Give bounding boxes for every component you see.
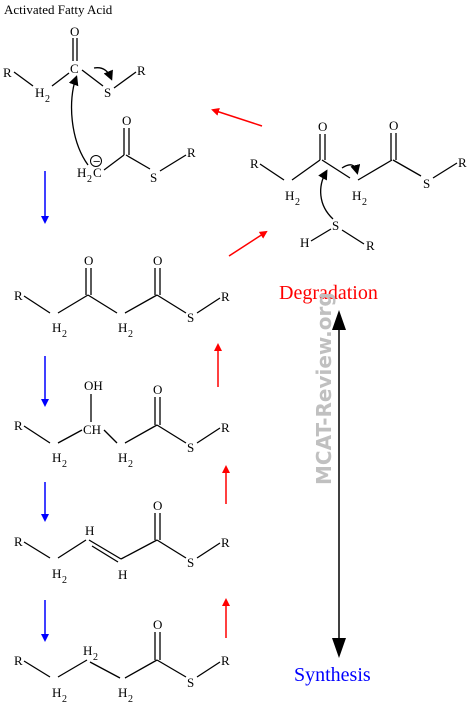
thioester-oxygen: O	[389, 118, 398, 133]
vinyl-h: H	[85, 523, 94, 538]
methylene-subscript: 2	[62, 694, 67, 705]
thioester-oxygen: O	[153, 253, 162, 268]
methylene-subscript: 2	[45, 94, 50, 105]
thioester-sulfur: S	[187, 555, 194, 570]
carbonyl-carbon: C	[70, 61, 79, 76]
r-group: R	[187, 145, 196, 160]
thioester-oxygen: O	[153, 498, 162, 513]
methylene-subscript: 2	[295, 197, 300, 208]
r-group: R	[221, 653, 230, 668]
molecule-ketoacyl-thiolysis: R H 2 O H 2 O S R H S R	[250, 118, 467, 253]
electron-arrow	[341, 163, 361, 175]
r-group: R	[366, 238, 375, 253]
r-group: R	[14, 288, 23, 303]
carbanion-carbon: C	[93, 165, 102, 180]
methylene-h: H	[52, 450, 61, 465]
methylene-subscript: 2	[362, 197, 367, 208]
r-group: R	[137, 63, 146, 78]
methylene-subscript: 2	[128, 329, 133, 340]
methylene-h: H	[52, 320, 61, 335]
methylene-subscript: 2	[62, 329, 67, 340]
thioester-sulfur: S	[187, 440, 194, 455]
r-group: R	[221, 289, 230, 304]
methylene-h: H	[35, 85, 44, 100]
carbinol-ch: CH	[83, 422, 101, 437]
molecule-beta-hydroxyacyl: R H 2 CH OH H 2 O S R	[14, 378, 230, 470]
r-group: R	[250, 156, 259, 171]
arrowhead-up	[332, 310, 346, 330]
arrowhead-down	[332, 638, 346, 658]
hydroxyl-group: OH	[84, 378, 103, 393]
vinyl-h: H	[118, 567, 127, 582]
methylene-h: H	[83, 643, 92, 658]
methylene-subscript: 2	[128, 459, 133, 470]
negative-charge: −	[93, 157, 101, 168]
methylene-h: H	[52, 685, 61, 700]
degradation-arrow	[211, 108, 263, 127]
molecule-activated-fatty-acid: R H 2 C O S R	[3, 24, 146, 105]
keto-oxygen: O	[318, 119, 327, 134]
methylene-h: H	[118, 450, 127, 465]
degradation-arrows	[211, 108, 268, 638]
methylene-subscript: 2	[62, 459, 67, 470]
direction-double-arrow	[332, 310, 346, 658]
thiol-hydrogen: H	[300, 235, 309, 250]
r-group: R	[14, 418, 23, 433]
degradation-label: Degradation	[279, 282, 378, 304]
carbanion-h: H	[77, 165, 86, 180]
thioester-oxygen: O	[153, 382, 162, 397]
thioester-oxygen: O	[153, 617, 162, 632]
thioester-sulfur: S	[187, 310, 194, 325]
molecule-beta-ketoacyl: R H 2 O H 2 O S R	[14, 253, 230, 340]
methylene-h: H	[52, 566, 61, 581]
carbanion-subscript: 2	[87, 174, 92, 185]
methylene-h: H	[285, 188, 294, 203]
r-group: R	[221, 535, 230, 550]
degradation-arrow	[228, 230, 268, 257]
thiol-sulfur: S	[332, 218, 339, 233]
methylene-subscript: 2	[93, 652, 98, 663]
methylene-h: H	[118, 320, 127, 335]
methylene-subscript: 2	[62, 575, 67, 586]
nucleophilic-attack-arrow	[68, 75, 89, 166]
thioester-sulfur: S	[104, 85, 111, 100]
thioester-sulfur: S	[150, 170, 157, 185]
diagram-title: Activated Fatty Acid	[4, 2, 113, 17]
methylene-subscript: 2	[128, 694, 133, 705]
molecule-enolate: − H 2 C O S R	[68, 75, 196, 185]
carbonyl-oxygen: O	[70, 24, 79, 39]
thioester-sulfur: S	[187, 675, 194, 690]
r-group: R	[14, 534, 23, 549]
r-group: R	[458, 155, 467, 170]
carbonyl-oxygen: O	[122, 113, 131, 128]
r-group: R	[3, 65, 12, 80]
r-group: R	[14, 653, 23, 668]
r-group: R	[221, 420, 230, 435]
methylene-h: H	[118, 685, 127, 700]
keto-oxygen: O	[84, 253, 93, 268]
thioester-sulfur: S	[423, 176, 430, 191]
synthesis-label: Synthesis	[294, 664, 371, 686]
molecule-enoyl: R H 2 H H O S R	[14, 498, 230, 586]
molecule-saturated-acyl: R H 2 H 2 H 2 O S R	[14, 617, 230, 705]
electron-arrow	[93, 67, 113, 81]
thiolysis-attack-arrow	[318, 169, 334, 220]
methylene-h: H	[352, 188, 361, 203]
